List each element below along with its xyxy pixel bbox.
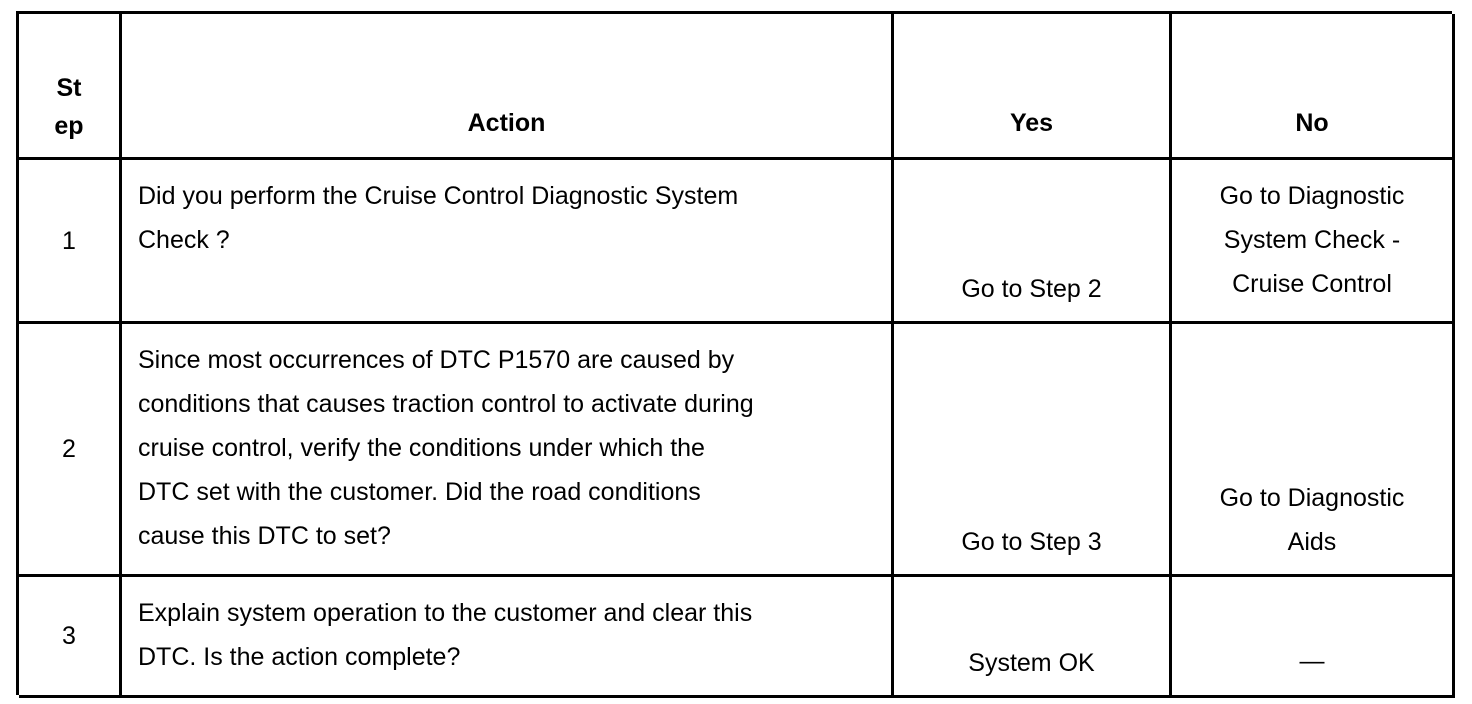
header-no-label: No bbox=[1295, 109, 1329, 137]
diagnostic-table: St ep Action Yes No 1 Did you perform th… bbox=[16, 11, 1455, 698]
row-3-step-number: 3 bbox=[62, 622, 76, 650]
row-1-yes: Go to Step 2 bbox=[894, 160, 1172, 324]
header-yes: Yes bbox=[894, 14, 1172, 160]
header-action-label: Action bbox=[467, 109, 546, 137]
row-3-no-text: — bbox=[1299, 647, 1325, 675]
row-3-step: 3 bbox=[19, 577, 122, 698]
row-1-step-number: 1 bbox=[62, 226, 76, 255]
row-1-yes-text: Go to Step 2 bbox=[961, 275, 1102, 303]
row-3-action: Explain system operation to the customer… bbox=[122, 577, 894, 698]
row-1-action: Did you perform the Cruise Control Diagn… bbox=[122, 160, 894, 324]
row-3-yes: System OK bbox=[894, 577, 1172, 698]
row-1-no: Go to Diagnostic System Check - Cruise C… bbox=[1172, 160, 1455, 324]
header-action: Action bbox=[122, 14, 894, 160]
row-2-no: Go to Diagnostic Aids bbox=[1172, 324, 1455, 577]
row-1-no-text: Go to Diagnostic System Check - Cruise C… bbox=[1219, 182, 1405, 298]
row-1-step: 1 bbox=[19, 160, 122, 324]
header-step: St ep bbox=[19, 14, 122, 160]
row-2-no-text: Go to Diagnostic Aids bbox=[1219, 484, 1405, 556]
row-2-action-text: Since most occurrences of DTC P1570 are … bbox=[138, 346, 754, 550]
row-3-action-text: Explain system operation to the customer… bbox=[138, 599, 753, 671]
header-yes-label: Yes bbox=[1009, 109, 1054, 137]
row-3-yes-text: System OK bbox=[968, 649, 1095, 677]
row-2-action: Since most occurrences of DTC P1570 are … bbox=[122, 324, 894, 577]
header-step-label: St ep bbox=[54, 74, 84, 140]
row-2-yes: Go to Step 3 bbox=[894, 324, 1172, 577]
row-1-action-text: Did you perform the Cruise Control Diagn… bbox=[138, 182, 739, 254]
row-2-yes-text: Go to Step 3 bbox=[961, 528, 1102, 556]
row-3-no: — bbox=[1172, 577, 1455, 698]
header-no: No bbox=[1172, 14, 1455, 160]
row-2-step: 2 bbox=[19, 324, 122, 577]
row-2-step-number: 2 bbox=[62, 435, 76, 463]
